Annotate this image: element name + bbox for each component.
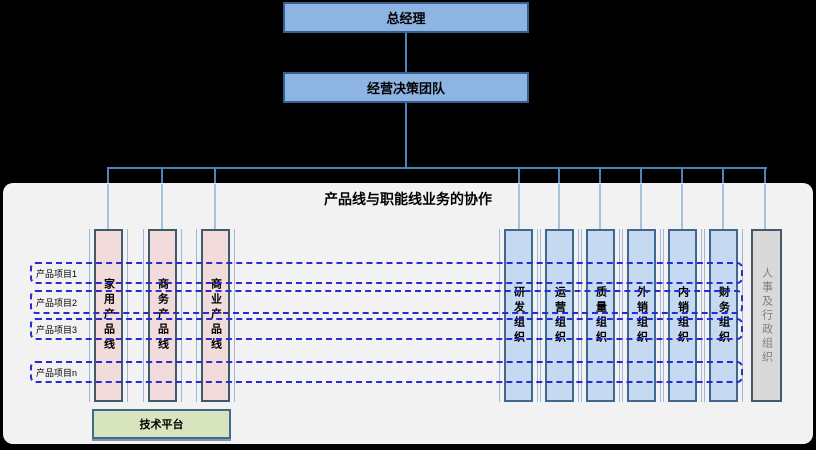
function-column-rd: 研发组织 [504,229,533,402]
function-column-domestic-group: 内销组织 [663,229,702,402]
connector-drop-inner [722,184,724,229]
product-column-commercial-group: 商业产品线 [196,229,235,402]
product-column-home-group: 家用产品线 [89,229,128,402]
project-band-2-label: 产品项目2 [36,297,78,308]
general-manager-label: 总经理 [386,11,426,26]
connector-drop [558,167,560,184]
connector-drop-inner [214,184,216,229]
product-column-business: 商务产品线 [148,229,177,402]
function-column-operations: 运营组织 [545,229,574,402]
function-column-operations-group: 运营组织 [540,229,579,402]
connector-drop-inner [558,184,560,229]
project-band-1-label: 产品项目1 [36,268,78,279]
connector-team-to-bus [405,103,407,167]
project-band-1: 产品项目1 [30,262,743,284]
function-column-finance: 财务组织 [709,229,738,402]
product-column-business-group: 商务产品线 [143,229,182,402]
function-column-quality: 质量组织 [586,229,615,402]
connector-drop [640,167,642,184]
function-column-quality-group: 质量组织 [581,229,620,402]
project-band-2: 产品项目2 [30,290,743,314]
project-band-n-label: 产品项目n [36,367,78,378]
connector-drop-inner [161,184,163,229]
product-column-commercial: 商业产品线 [201,229,230,402]
project-band-3-label: 产品项目3 [36,324,78,335]
connector-drop-inner [599,184,601,229]
project-band-3: 产品项目3 [30,318,743,340]
panel-title: 产品线与职能线业务的协作 [324,191,492,207]
connector-drop-inner [764,184,766,229]
connector-gm-to-team [405,33,407,72]
admin-column: 人事及行政组织 [751,229,782,402]
connector-drop [599,167,601,184]
connector-drop [107,167,109,184]
connector-drop-inner [681,184,683,229]
connector-bus-line [107,167,767,169]
technology-platform-box: 技术平台 [92,409,231,439]
function-column-rd-group: 研发组织 [499,229,538,402]
product-column-home: 家用产品线 [94,229,123,402]
function-column-export-group: 外销组织 [622,229,661,402]
connector-drop-inner [640,184,642,229]
function-column-finance-group: 财务组织 [704,229,743,402]
decision-team-box: 经营决策团队 [283,72,529,103]
connector-drop [681,167,683,184]
connector-drop [161,167,163,184]
connector-drop-inner [518,184,520,229]
function-column-export: 外销组织 [627,229,656,402]
technology-platform-label: 技术平台 [139,419,184,431]
connector-drop [518,167,520,184]
connector-drop [214,167,216,184]
connector-drop [722,167,724,184]
connector-drop-inner [107,184,109,229]
general-manager-box: 总经理 [283,2,529,33]
connector-drop [764,167,766,184]
function-column-domestic: 内销组织 [668,229,697,402]
project-band-n: 产品项目n [30,361,743,383]
decision-team-label: 经营决策团队 [366,81,445,96]
